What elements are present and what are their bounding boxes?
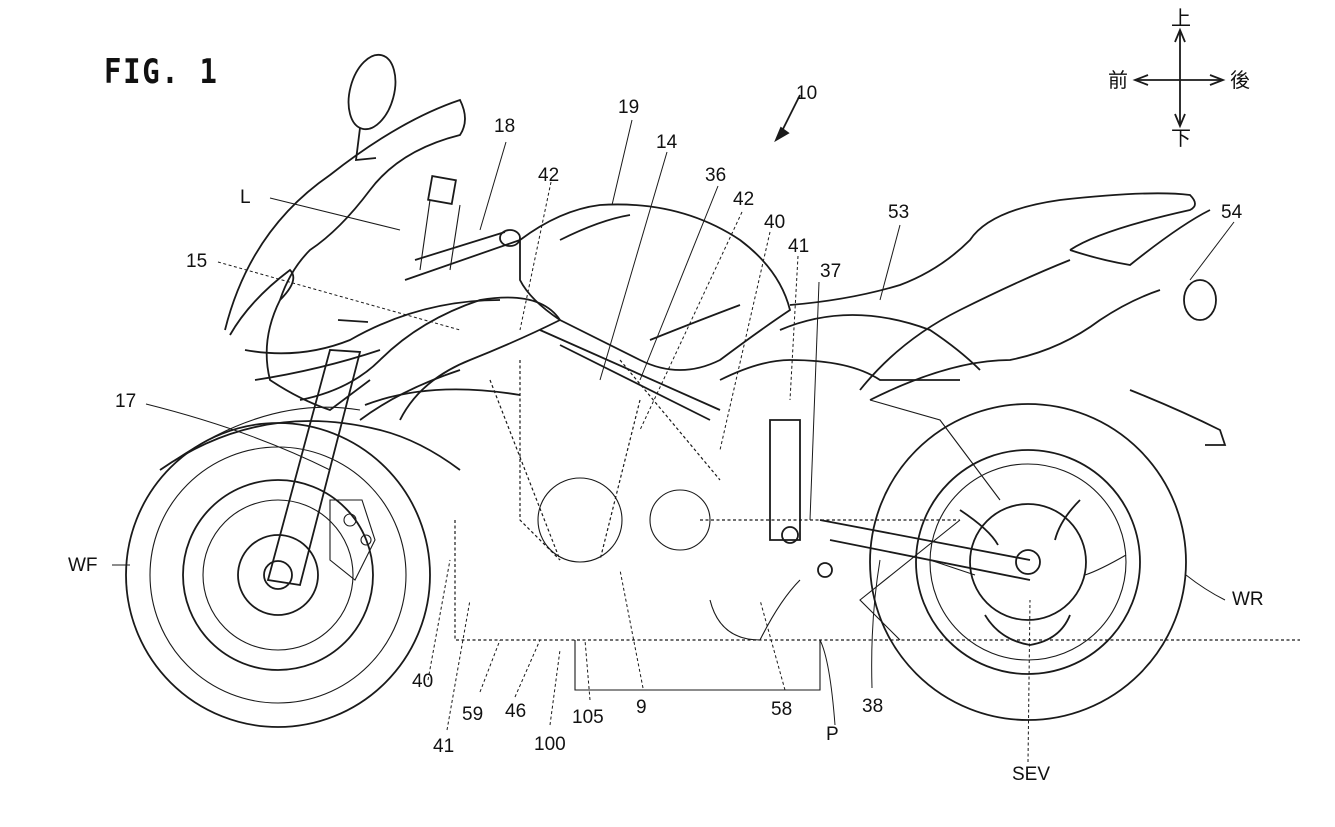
ref-label-40b: 40 <box>412 671 434 692</box>
compass-rear-label: 後 <box>1230 68 1250 92</box>
direction-compass <box>1132 27 1226 129</box>
front-fairing <box>224 53 562 421</box>
compass-up-label: 上 <box>1171 6 1191 30</box>
figure-title: FIG. 1 <box>104 52 219 92</box>
handlebar <box>404 175 521 281</box>
front-wheel <box>125 422 431 728</box>
ref-label-38: 38 <box>862 696 884 717</box>
ref-label-19: 19 <box>618 97 640 118</box>
ref-label-SEV: SEV <box>1012 764 1051 785</box>
ref-label-41a: 41 <box>788 236 810 257</box>
ref-label-36: 36 <box>705 165 727 186</box>
compass-front-label: 前 <box>1108 68 1128 92</box>
ref-label-40a: 40 <box>764 212 786 233</box>
ref-label-54: 54 <box>1221 202 1243 223</box>
ref-label-42b: 42 <box>733 189 755 210</box>
ref-label-53: 53 <box>888 202 910 223</box>
rear-wheel <box>869 403 1187 721</box>
ref-label-10: 10 <box>796 83 818 104</box>
leader-lines <box>112 94 1235 763</box>
compass-down-label: 下 <box>1171 126 1191 150</box>
ref-label-L: L <box>240 187 251 208</box>
front-fork <box>159 319 461 587</box>
ref-label-15: 15 <box>186 251 208 272</box>
ref-label-105: 105 <box>572 707 604 728</box>
ref-label-9: 9 <box>636 697 647 718</box>
ref-label-WF: WF <box>68 555 98 576</box>
ref-label-41b: 41 <box>433 736 455 757</box>
ref-label-100: 100 <box>534 734 566 755</box>
ref-label-37: 37 <box>820 261 842 282</box>
ref-label-14: 14 <box>656 132 678 153</box>
seat-tail <box>789 192 1227 446</box>
fuel-tank <box>519 203 792 371</box>
ref-label-P: P <box>826 724 839 745</box>
ref-label-18: 18 <box>494 116 516 137</box>
frame-engine <box>454 314 1300 691</box>
ref-label-58: 58 <box>771 699 793 720</box>
ref-label-46: 46 <box>505 701 527 722</box>
ref-label-59: 59 <box>462 704 484 725</box>
ref-label-WR: WR <box>1232 589 1264 610</box>
ref-label-42a: 42 <box>538 165 560 186</box>
ref-label-17: 17 <box>115 391 137 412</box>
